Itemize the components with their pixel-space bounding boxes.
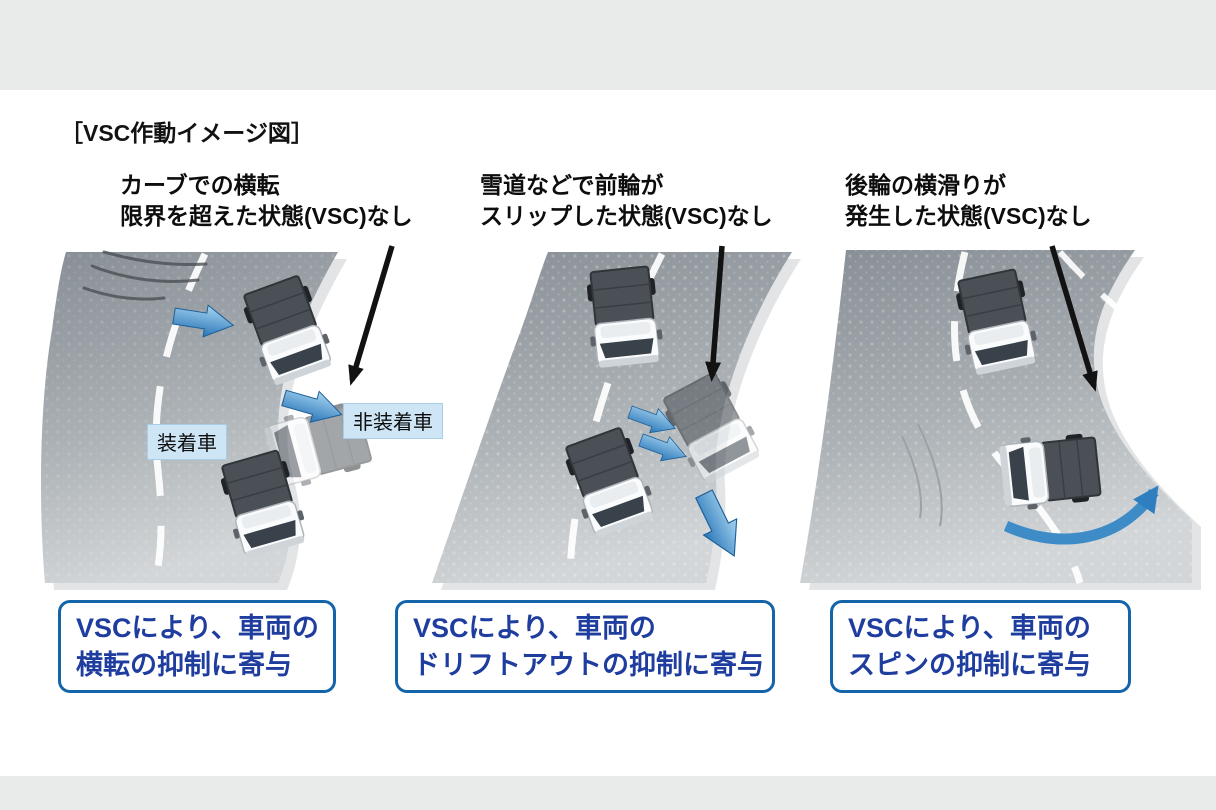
panel1-caption: カーブでの横転 限界を超えた状態(VSC)なし [120,170,413,232]
result-box-driftout: VSCにより、車両の ドリフトアウトの抑制に寄与 [395,600,775,693]
skid-marks [82,250,208,301]
road-scene-driftout [432,245,801,590]
top-frame-bar [0,0,1216,90]
indicator-arrow-icon [348,245,395,386]
road-scene-spin [800,245,1201,590]
panel3-caption-line2: 発生した状態(VSC)なし [845,203,1092,229]
road-texture [800,250,1192,583]
bottom-frame-bar [0,776,1216,810]
result2-line2: ドリフトアウトの抑制に寄与 [413,649,764,680]
road-lane-line [1057,250,1166,347]
result2-line1: VSCにより、車両の [413,612,656,643]
spin-arrow-icon [1003,485,1159,545]
slide-marks [901,423,943,527]
equipped-vehicle-label: 装着車 [147,424,227,460]
panel2-caption-line2: スリップした状態(VSC)なし [480,203,773,229]
panel3-caption: 後輪の横滑りが 発生した状態(VSC)なし [845,170,1092,232]
result3-line1: VSCにより、車両の [848,612,1091,643]
indicator-arrow-icon [705,245,725,382]
result-box-spin: VSCにより、車両の スピンの抑制に寄与 [830,600,1131,693]
diagram-title: ［VSC作動イメージ図］ [60,120,314,146]
indicator-arrow-icon [1049,245,1098,392]
panel2-caption: 雪道などで前輪が スリップした状態(VSC)なし [480,170,773,232]
road-center-line [151,252,209,584]
panel3-caption-line1: 後輪の横滑りが [845,172,1006,198]
panel1-caption-line1: カーブでの横転 [120,172,280,198]
result-box-rollover: VSCにより、車両の 横転の抑制に寄与 [58,600,336,693]
result3-line2: スピンの抑制に寄与 [848,649,1091,680]
result1-line2: 横転の抑制に寄与 [76,649,292,680]
panel2-caption-line1: 雪道などで前輪が [480,172,664,198]
road-scene-rollover [40,245,395,590]
result1-line1: VSCにより、車両の [76,612,319,643]
panel1-caption-line2: 限界を超えた状態(VSC)なし [120,203,413,229]
non-equipped-vehicle-label: 非装着車 [343,403,443,439]
